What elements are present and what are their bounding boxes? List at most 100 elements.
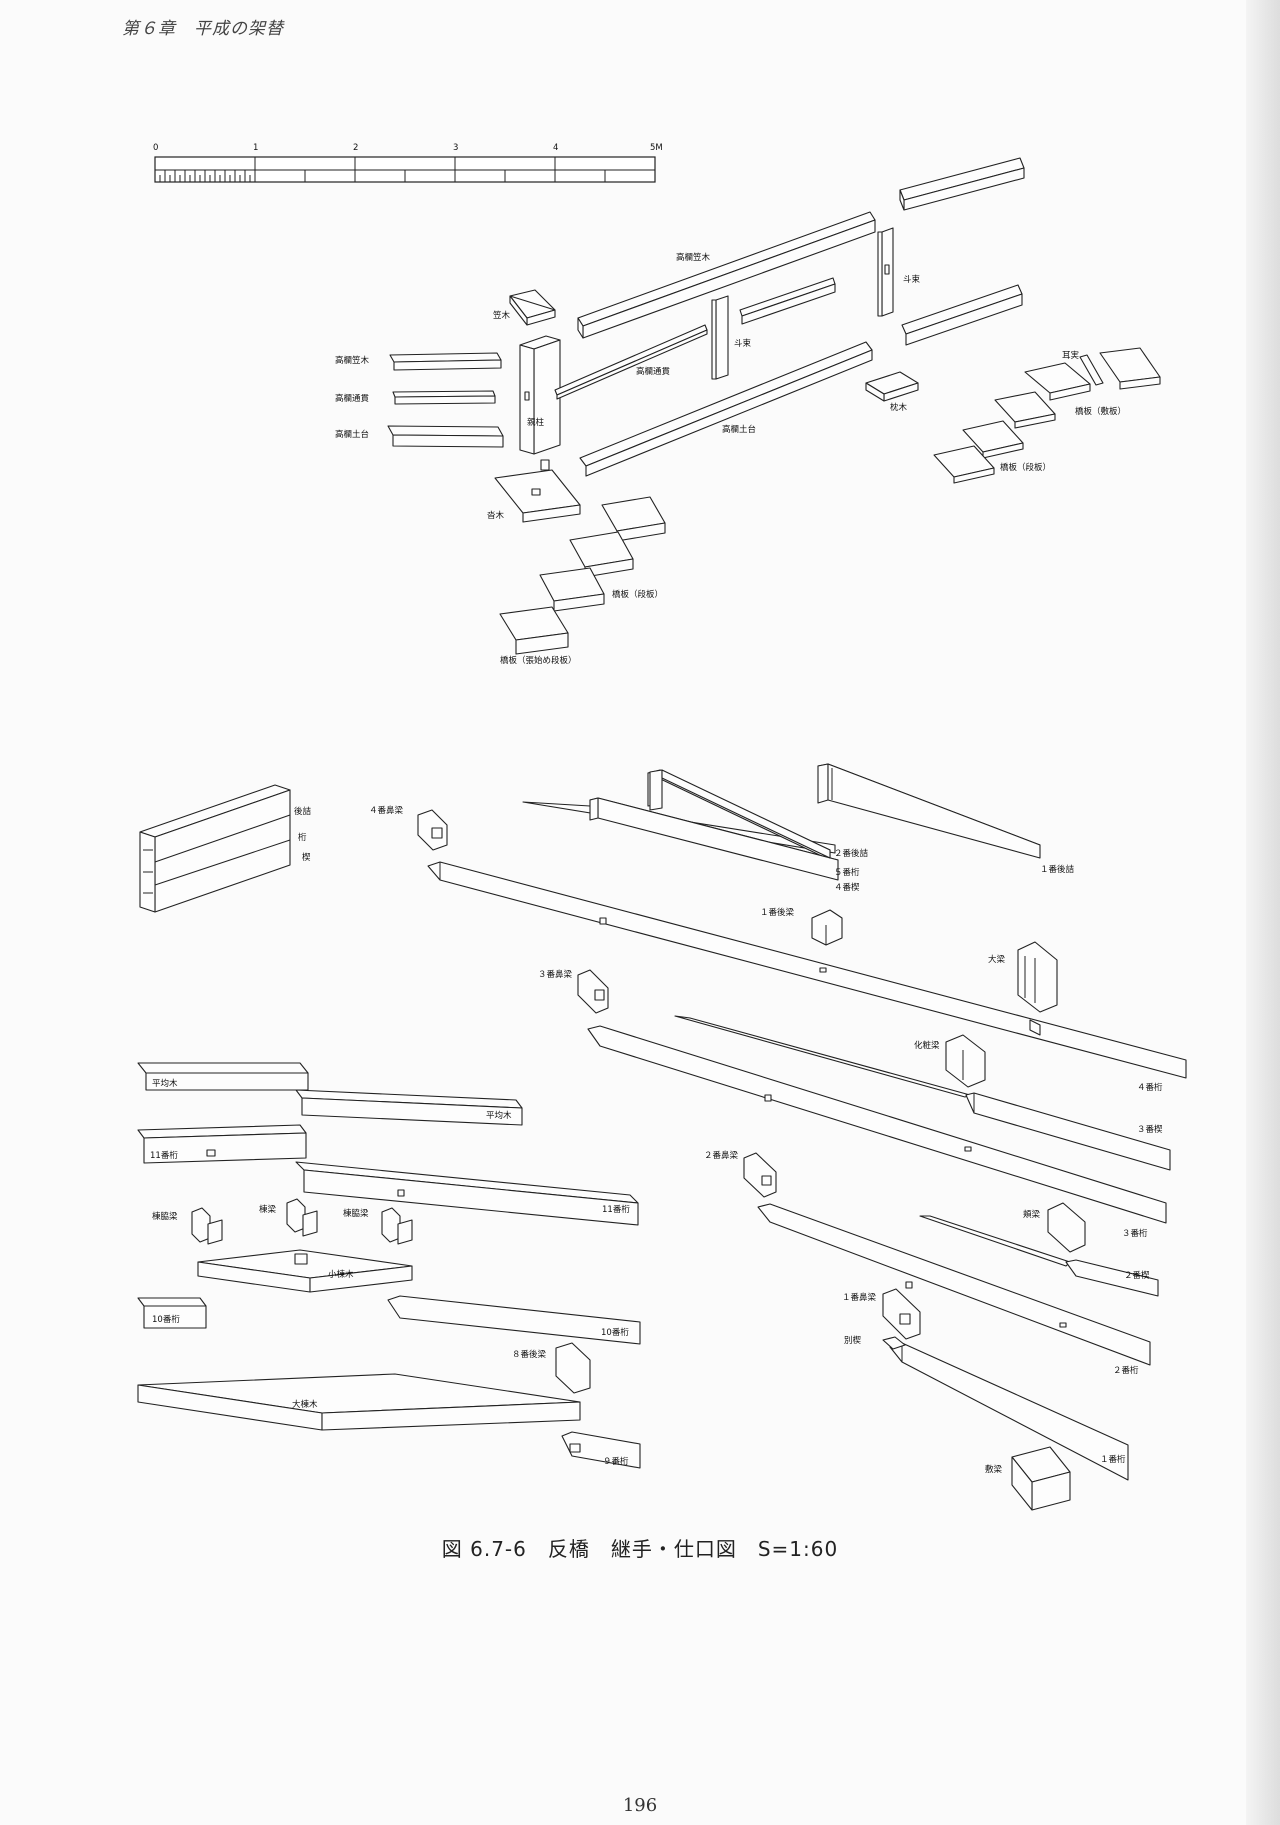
part-rail-tonuki-long [554, 324, 708, 400]
scale-tick-4: 4 [553, 143, 558, 153]
label-hanabari-2: ２番鼻梁 [704, 1150, 739, 1161]
label-atozume-2: ２番後詰 [834, 848, 869, 859]
label-keta-11-right: 11番桁 [602, 1204, 630, 1215]
label-mimizane: 耳実 [1062, 350, 1080, 361]
part-board-3 [539, 567, 605, 612]
label-rail-tonuki-long: 高欄通貫 [636, 366, 671, 377]
part-board-r3 [994, 391, 1056, 429]
part-shikibari [1011, 1446, 1071, 1511]
part-board-r1 [1024, 362, 1091, 401]
label-kusabi-4: ４番楔 [834, 882, 860, 893]
page-number: 196 [622, 1795, 658, 1816]
part-atozume-1 [817, 763, 1041, 859]
part-post-tsuka-right [877, 227, 894, 317]
label-makuragi: 枕木 [890, 402, 908, 413]
part-rail-tonuki-short [392, 390, 496, 405]
part-rail-dodai-long [579, 341, 873, 477]
part-board-1 [601, 496, 666, 542]
label-hashiita-danita-right: 橋板（段板） [1000, 462, 1051, 473]
part-hirakinmoku-left [137, 1062, 309, 1091]
part-keta-5 [589, 797, 839, 881]
part-rail-kasagi-long [577, 211, 876, 339]
label-keta-1: １番桁 [1100, 1454, 1126, 1465]
label-keta-11-left: 11番桁 [150, 1150, 178, 1161]
part-board-harihajime [499, 606, 569, 655]
label-hirakinmoku-right: 平均木 [486, 1110, 512, 1121]
label-tsuka-left: 斗束 [734, 339, 752, 349]
label-tsunagibari: 頬梁 [1023, 1209, 1041, 1220]
label-rail-dodai-long: 高欄土台 [722, 424, 756, 435]
part-keta-3 [587, 1025, 1167, 1224]
part-fumigi [494, 469, 581, 523]
label-keta-5: ５番桁 [834, 867, 860, 878]
label-keta-10-left: 10番桁 [152, 1314, 180, 1325]
label-muneaki-right: 棟脇梁 [343, 1208, 369, 1219]
part-atobari-1 [811, 909, 843, 946]
part-keta-1 [889, 1342, 1129, 1481]
label-kusabi: 楔 [302, 852, 311, 863]
label-oomunagi: 大棟木 [292, 1399, 318, 1410]
part-stack-atozume [139, 784, 291, 913]
label-hanabari-4: ４番鼻梁 [369, 805, 404, 816]
label-muneaki-left: 棟脇梁 [152, 1211, 178, 1222]
part-betsukusabi [882, 1336, 906, 1350]
part-oomunagi [137, 1373, 581, 1431]
label-keta-3: ３番桁 [1122, 1228, 1148, 1239]
part-board-r5 [933, 445, 995, 484]
label-rail-kasagi-long: 高欄笠木 [676, 252, 711, 263]
part-rail-kasagi-short [389, 352, 502, 371]
part-keta-9 [561, 1431, 641, 1469]
label-kusabi-2: ２番楔 [1124, 1270, 1150, 1281]
label-keta-4: ４番桁 [1137, 1082, 1163, 1093]
scale-bar-minor-ticks [159, 170, 251, 182]
part-hanabari-1 [882, 1288, 921, 1340]
label-hirakinmoku-left: 平均木 [152, 1078, 178, 1089]
scale-bar: 0 1 2 3 4 5M [153, 143, 663, 183]
running-header: 第６章 平成の架替 [122, 19, 284, 39]
scale-tick-3: 3 [453, 143, 458, 153]
label-atozume: 後詰 [294, 806, 312, 817]
label-atozume-1: １番後詰 [1040, 864, 1075, 875]
part-keta-2 [757, 1203, 1151, 1366]
part-komunagi [197, 1249, 413, 1293]
part-rail-dodai-short [387, 425, 504, 448]
part-muneaki-left [191, 1207, 223, 1245]
label-betsukusabi: 別楔 [844, 1335, 862, 1346]
label-hanabari-3: ３番鼻梁 [538, 969, 573, 980]
part-kusabi-3-block [965, 1092, 1171, 1171]
part-board-r2 [1099, 347, 1161, 390]
label-keta-2: ２番桁 [1113, 1365, 1139, 1376]
part-makuragi [865, 371, 919, 402]
page-edge-shadow [1246, 0, 1280, 1825]
balustrade-parts: 高欄笠木 笠木 高欄笠木 高欄通貫 高欄土台 親柱 斗束 斗束 高欄通貫 高欄土… [335, 157, 1161, 666]
part-atozume-2-upright [649, 769, 831, 859]
label-hashiita-danita-left: 橋板（段板） [612, 589, 663, 600]
label-atobari-1: １番後梁 [760, 907, 795, 918]
label-keta-9: ９番桁 [603, 1456, 629, 1467]
label-rail-dodai-short: 高欄土台 [335, 429, 369, 440]
label-rail-tonuki-short: 高欄通貫 [335, 393, 370, 404]
label-fumigi: 沓木 [487, 510, 505, 521]
part-hanabari-3 [577, 969, 609, 1014]
part-hirakinmoku-right [295, 1089, 523, 1126]
label-keta-10-right: 10番桁 [601, 1327, 629, 1338]
scale-tick-0: 0 [153, 143, 158, 153]
label-oyabashira: 親柱 [527, 417, 545, 428]
figure-caption: 図 6.7-6 反橋 継手・仕口図 S=1:60 [441, 1537, 839, 1561]
part-keta-11-right [295, 1161, 639, 1226]
part-kesho-bari [945, 1034, 986, 1088]
part-atobari-8 [555, 1342, 591, 1394]
label-hanabari-1: １番鼻梁 [842, 1292, 877, 1303]
label-komunagi: 小棟木 [328, 1269, 354, 1280]
part-keta-11-left [137, 1124, 307, 1164]
part-oyabashira [519, 335, 561, 471]
part-kusabi-3 [674, 1015, 971, 1098]
part-keta-4 [427, 861, 1187, 1079]
part-keta-10-right [387, 1295, 641, 1345]
label-oobari: 大梁 [988, 954, 1006, 965]
scale-tick-2: 2 [353, 143, 358, 153]
label-atobari-8: ８番後梁 [512, 1349, 547, 1360]
scale-tick-1: 1 [253, 143, 258, 153]
girder-parts: 後詰 桁 楔 ４番鼻梁 ２番後詰 ５番桁 ４番楔 １番後詰 １番後梁 大梁 ３番… [137, 763, 1187, 1511]
